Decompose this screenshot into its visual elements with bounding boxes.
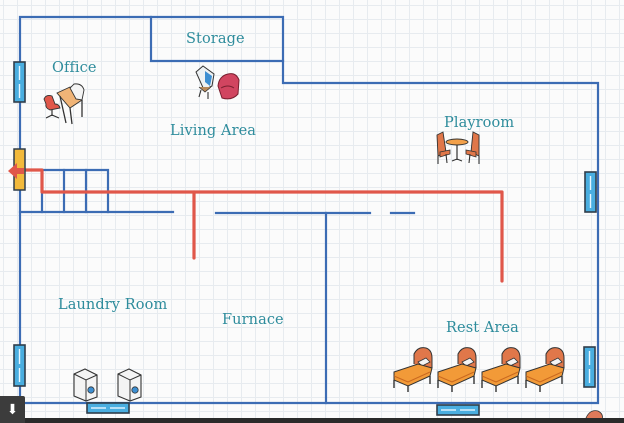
outer-wall (18, 15, 600, 405)
desk-with-computer-icon (56, 83, 85, 125)
bed-icon (481, 347, 521, 392)
window (436, 404, 480, 416)
download-icon: ⬇ (6, 401, 19, 418)
armchair-icon (217, 73, 240, 100)
window (584, 171, 597, 213)
room-label-living-area: Living Area (170, 123, 257, 139)
dryer-icon (117, 368, 142, 402)
scan-edge (0, 418, 624, 423)
window (86, 402, 130, 414)
window (13, 344, 26, 387)
walls (18, 15, 600, 405)
office-chair-icon (43, 94, 61, 119)
room-label-storage: Storage (186, 31, 245, 47)
window (13, 61, 26, 103)
download-button[interactable]: ⬇ (0, 396, 25, 423)
bed-icon (393, 347, 433, 392)
window (583, 346, 596, 388)
room-label-playroom: Playroom (444, 115, 515, 131)
bed-icon (437, 347, 477, 392)
storage-wall (149, 15, 285, 63)
television-icon (195, 65, 215, 99)
bed-icon (525, 347, 565, 392)
room-label-furnace: Furnace (222, 312, 284, 328)
evacuation-route (16, 168, 504, 283)
beds (393, 347, 565, 392)
room-label-rest-area: Rest Area (446, 320, 519, 336)
exit-arrow-icon (8, 163, 24, 179)
washing-machine-icon (73, 368, 98, 402)
room-label-office: Office (52, 60, 97, 76)
windows (13, 61, 597, 416)
room-label-laundry-room: Laundry Room (58, 297, 168, 313)
playroom-table-chairs-icon (436, 131, 480, 164)
